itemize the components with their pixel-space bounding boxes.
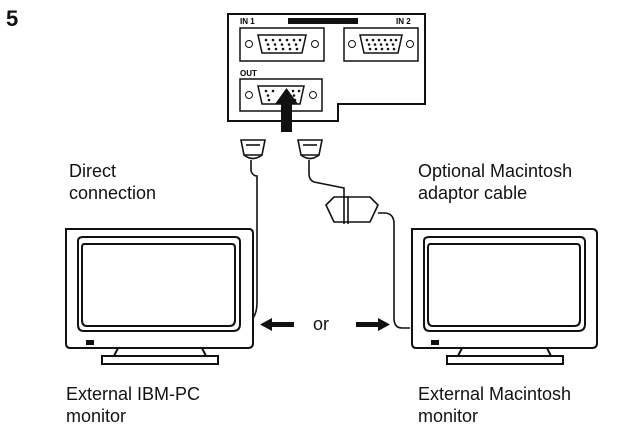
mac-monitor-label: External Macintosh monitor: [418, 383, 571, 427]
mac-line1: External Macintosh: [418, 384, 572, 404]
in1-port: [239, 27, 325, 62]
direct-line1: Direct: [69, 161, 117, 181]
optional-adaptor-label: Optional Macintosh adaptor cable: [418, 160, 572, 204]
insert-arrow: [275, 88, 298, 132]
optional-line2: adaptor cable: [418, 183, 528, 203]
out-label: OUT: [240, 69, 257, 78]
mac-monitor: [411, 228, 598, 365]
mac-adapter-cable: [297, 139, 410, 329]
direct-connection-label: Direct connection: [69, 160, 156, 204]
in1-label: IN 1: [240, 17, 255, 26]
panel-label-strip: [288, 18, 358, 24]
ibm-line2: monitor: [66, 406, 127, 426]
or-label: or: [313, 314, 330, 334]
ibm-monitor: [65, 228, 254, 365]
ibm-line1: External IBM-PC: [66, 384, 201, 404]
connector-panel: IN 1 IN 2 OUT: [227, 13, 426, 132]
mac-line2: monitor: [418, 406, 479, 426]
step-number: 5: [6, 6, 19, 31]
in2-label: IN 2: [396, 17, 411, 26]
in2-port: [343, 27, 419, 62]
optional-line1: Optional Macintosh: [418, 161, 573, 181]
right-arrow: [356, 318, 390, 331]
left-arrow: [260, 318, 294, 331]
ibm-monitor-label: External IBM-PC monitor: [66, 383, 200, 427]
direct-line2: connection: [69, 183, 157, 203]
